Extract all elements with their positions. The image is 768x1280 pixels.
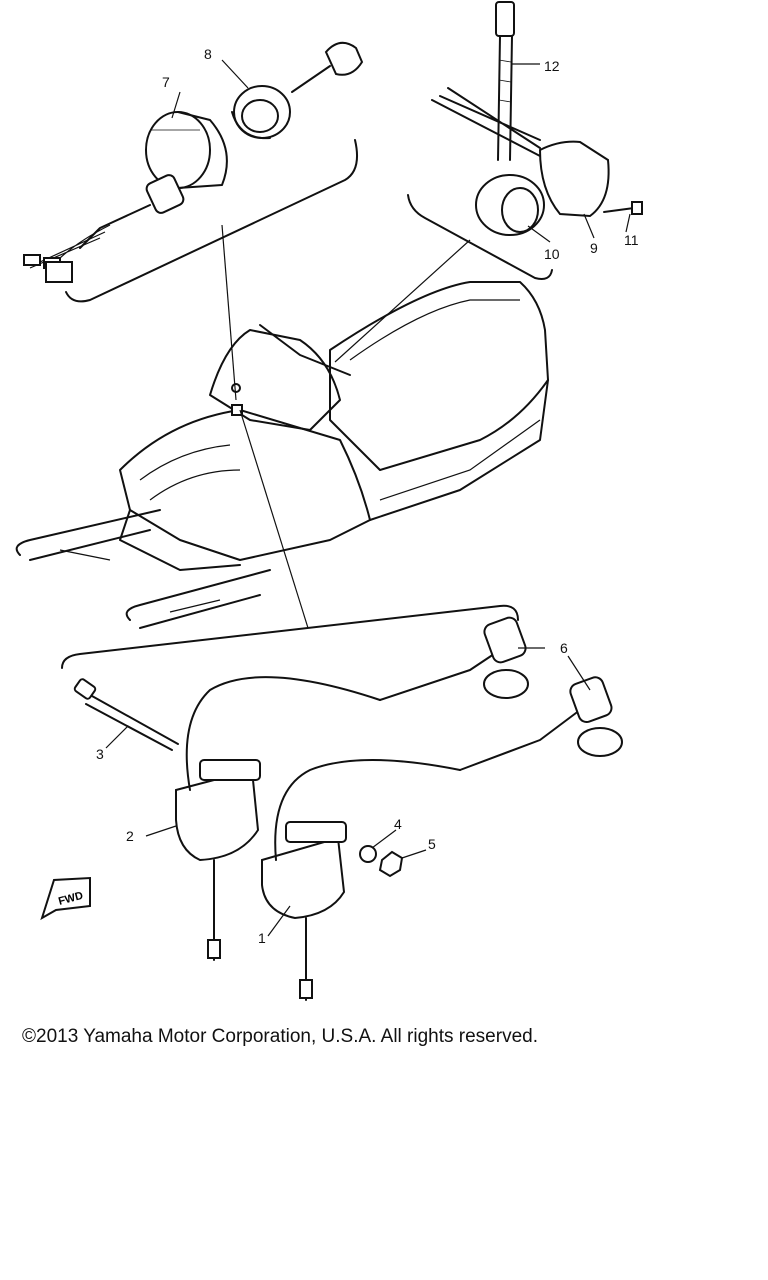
strap-12 <box>495 1 515 161</box>
throttle-lever-10 <box>475 174 545 236</box>
switch-cover-8 <box>231 85 291 140</box>
copyright-notice: ©2013 Yamaha Motor Corporation, U.S.A. A… <box>22 1026 538 1047</box>
callout-6: 6 <box>560 640 568 656</box>
callout-8: 8 <box>204 46 212 62</box>
switch-housing-9 <box>431 87 610 218</box>
callout-12: 12 <box>544 58 560 74</box>
diagram-drawing: FWD <box>15 1 643 1001</box>
group-bracket-bottom <box>61 604 519 669</box>
nut-5 <box>378 850 404 878</box>
bolt-3 <box>73 678 179 751</box>
spark-plug-cap-6b <box>569 676 623 757</box>
screw-11 <box>603 201 643 215</box>
main-switch-7 <box>23 111 228 283</box>
group-bracket-top-left <box>65 139 358 303</box>
callout-leaders <box>105 59 631 937</box>
callout-9: 9 <box>590 240 598 256</box>
callout-4: 4 <box>394 816 402 832</box>
ht-cable-lower <box>459 709 581 771</box>
callout-7: 7 <box>162 74 170 90</box>
ignition-coil-1 <box>261 759 461 1001</box>
leader-9-12 <box>334 239 471 363</box>
fwd-arrow-icon: FWD <box>40 876 91 921</box>
leader-7-8 <box>221 224 237 401</box>
callout-10: 10 <box>544 246 560 262</box>
key-8 <box>291 41 364 93</box>
ignition-coil-2 <box>175 676 381 961</box>
callout-5: 5 <box>428 836 436 852</box>
spark-plug-cap-6a <box>483 616 529 699</box>
leader-ignition <box>239 409 309 629</box>
snowmobile-outline <box>15 281 549 629</box>
callout-1: 1 <box>258 930 266 946</box>
group-bracket-top-right <box>407 194 553 280</box>
washer-4 <box>359 845 377 863</box>
ht-cable-upper <box>379 649 501 701</box>
callout-3: 3 <box>96 746 104 762</box>
callout-11: 11 <box>624 232 639 248</box>
callout-2: 2 <box>126 828 134 844</box>
parts-diagram: FWD 1 2 3 4 5 6 7 8 9 10 11 12 <box>15 1 643 1001</box>
